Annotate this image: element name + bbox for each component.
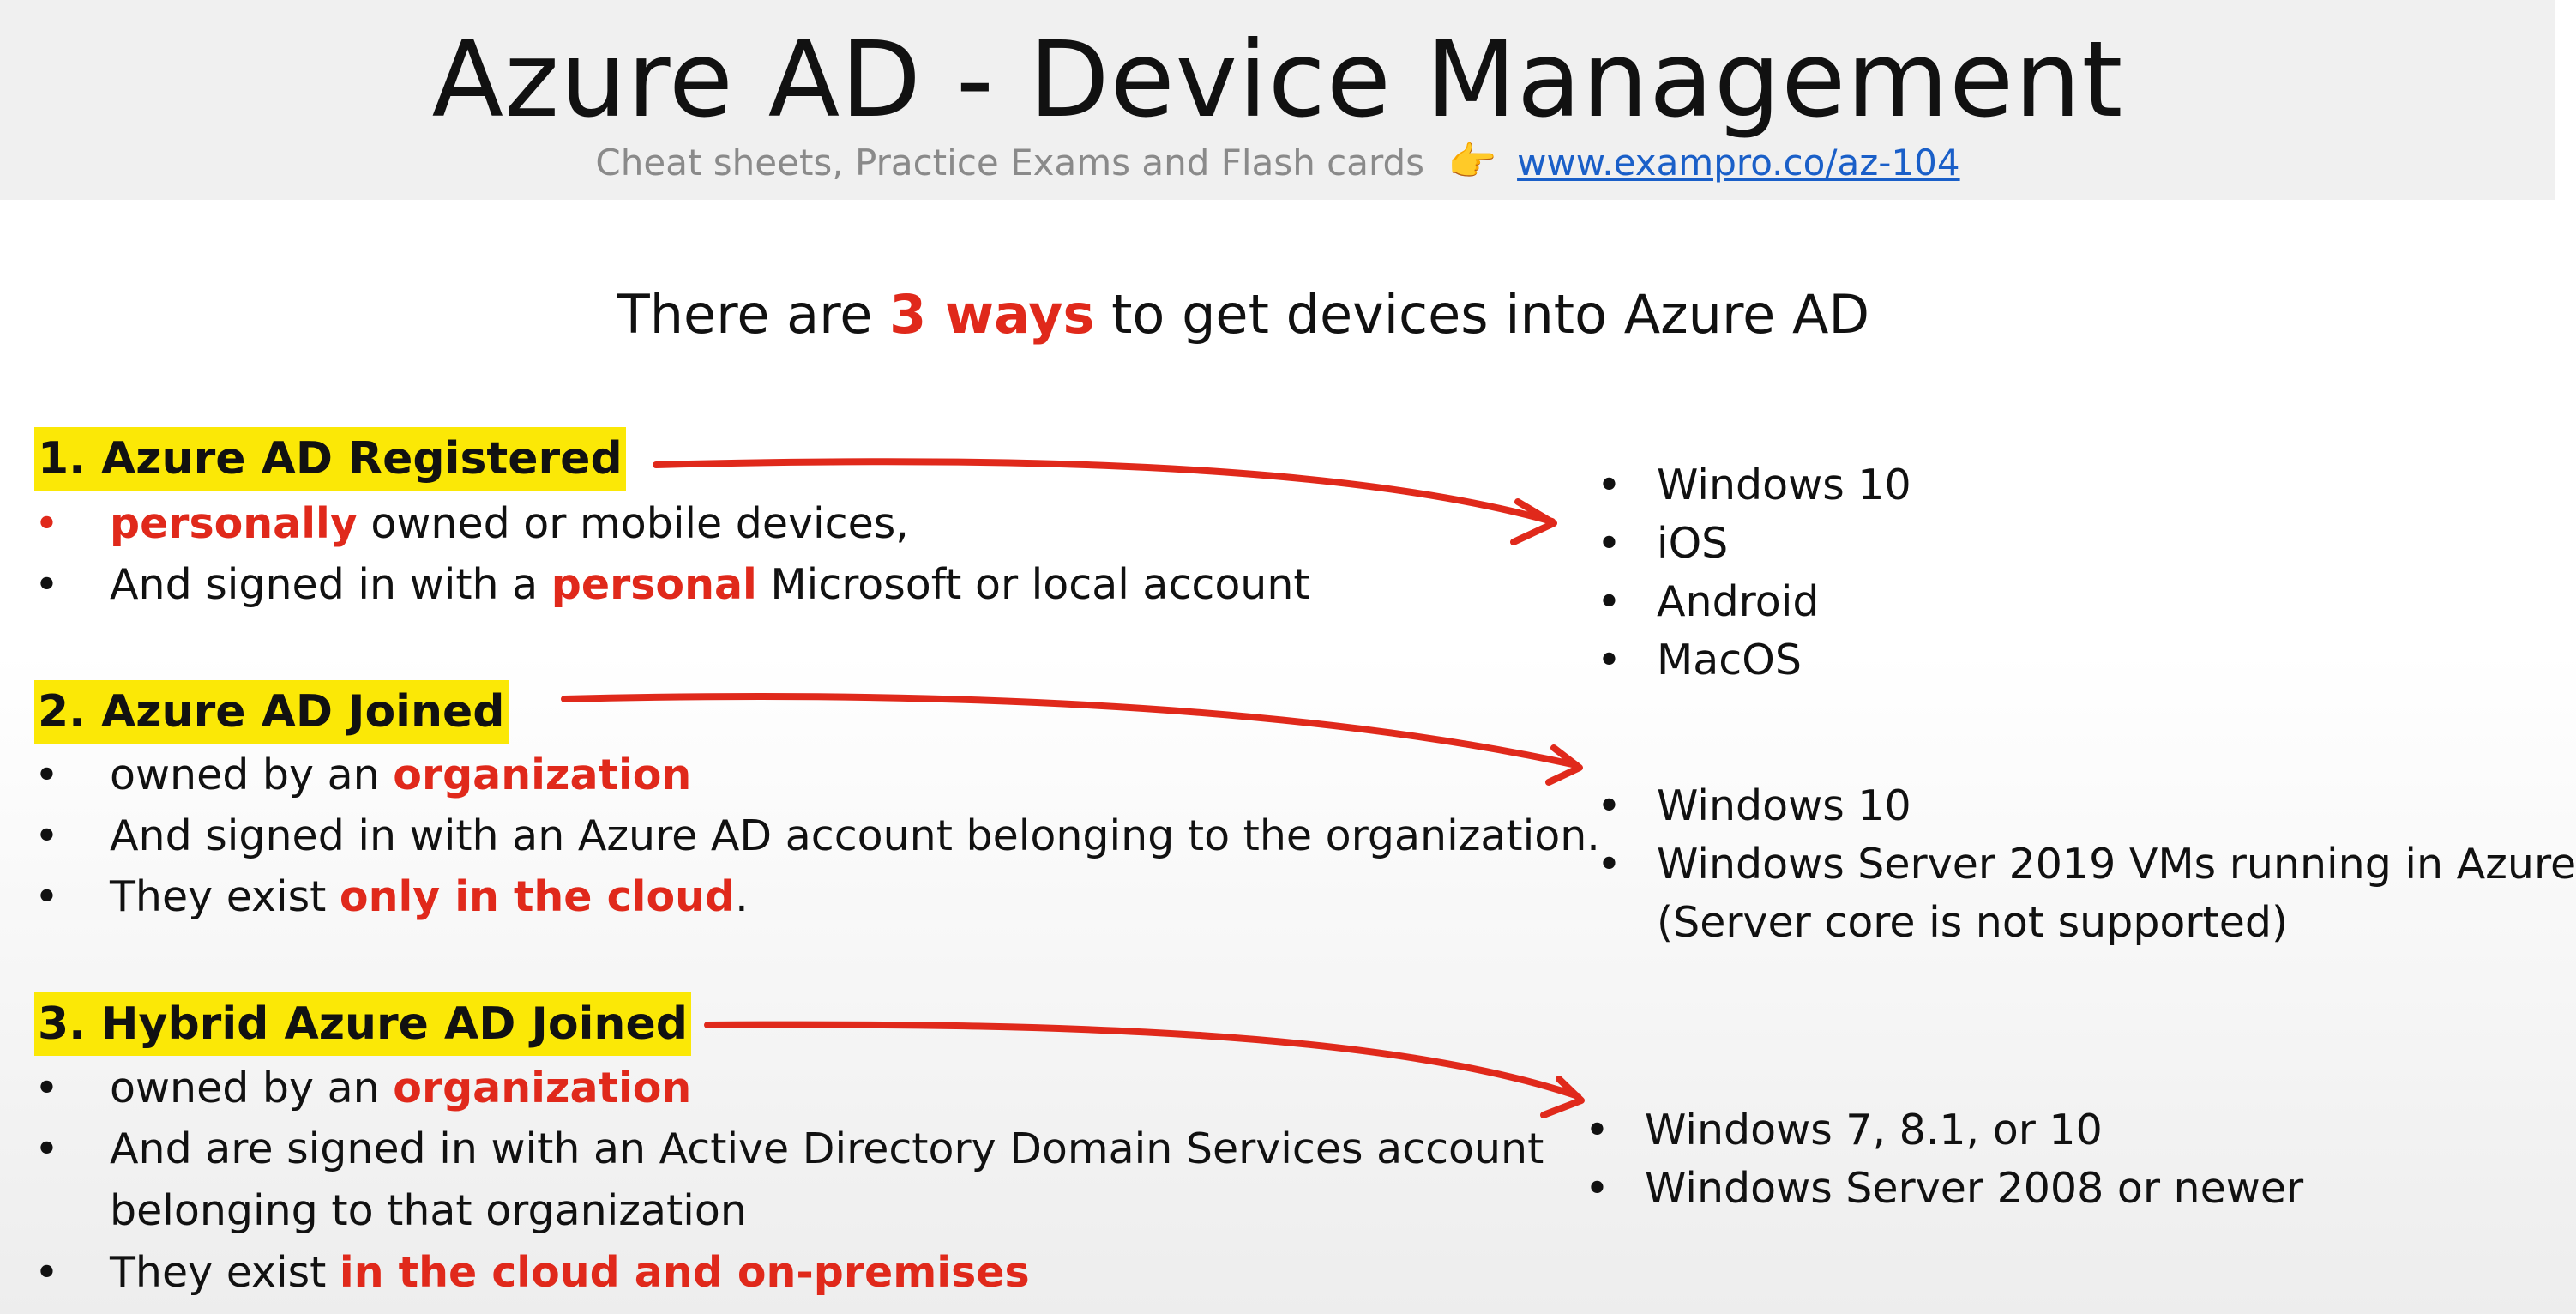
promo-line: Cheat sheets, Practice Exams and Flash c…	[0, 136, 2555, 189]
headline-after: to get devices into Azure AD	[1094, 283, 1870, 346]
arrow-registered	[653, 458, 1556, 525]
pointing-hand-icon: 👉	[1447, 138, 1497, 184]
bullet-text: belonging to that organization	[110, 1186, 747, 1235]
bullet-dot: •	[34, 750, 59, 799]
bullet-text: They exist	[110, 872, 340, 921]
bullet-dot: •	[34, 560, 59, 609]
headline-highlight: 3 ways	[889, 283, 1095, 346]
bullet-text: owned by an	[110, 750, 394, 799]
emphasis-text: organization	[393, 1064, 692, 1112]
bullet-text: They exist	[110, 1248, 340, 1297]
arrow-hybrid	[704, 1021, 1581, 1100]
device-label: (Server core is not supported)	[1657, 898, 2289, 947]
bullet-text: owned or mobile devices,	[357, 499, 909, 548]
bullet-dot: •	[34, 1124, 59, 1173]
slide-header: Azure AD - Device Management Cheat sheet…	[0, 0, 2555, 200]
bullet-text: And signed in with an Azure AD account b…	[110, 811, 1600, 860]
slide-title: Azure AD - Device Management	[431, 19, 2124, 141]
bullet-text: owned by an	[110, 1064, 394, 1112]
emphasis-text: organization	[393, 750, 692, 799]
bullet-text: And signed in with a	[110, 560, 551, 609]
bullet-dot: •	[34, 499, 59, 548]
emphasis-text: in the cloud and on-premises	[339, 1248, 1030, 1297]
arrow-joined	[561, 693, 1580, 769]
bullet-dot: •	[34, 1248, 59, 1297]
device-label: Windows Server 2019 VMs running in Azure	[1657, 840, 2576, 889]
promo-text: Cheat sheets, Practice Exams and Flash c…	[595, 142, 1425, 184]
section-heading-hybrid: 3. Hybrid Azure AD Joined	[34, 992, 691, 1056]
device-label: Windows Server 2008 or newer	[1645, 1164, 2304, 1213]
arrowhead-registered	[1510, 498, 1557, 545]
bullet-dot: •	[34, 1064, 59, 1112]
emphasis-text: personal	[551, 560, 757, 609]
arrowhead-joined	[1545, 744, 1583, 786]
section-heading-registered: 1. Azure AD Registered	[34, 427, 626, 491]
headline-before: There are	[617, 283, 890, 346]
section-heading-joined: 2. Azure AD Joined	[34, 680, 509, 744]
bullet-text: Microsoft or local account	[756, 560, 1310, 609]
device-label: Windows 10	[1657, 461, 1911, 509]
emphasis-text: personally	[110, 499, 358, 548]
bullet-text: And are signed in with an Active Directo…	[110, 1124, 1544, 1173]
device-label: MacOS	[1657, 636, 1802, 684]
slide-headline: There are 3 ways to get devices into Azu…	[0, 276, 2487, 353]
device-label: Windows 10	[1657, 781, 1911, 830]
arrowhead-hybrid	[1540, 1076, 1585, 1118]
device-label: Android	[1657, 577, 1820, 626]
device-label: iOS	[1657, 519, 1729, 568]
bullet-text: .	[735, 872, 749, 921]
bullet-dot: •	[34, 811, 59, 860]
bullet-dot: •	[34, 872, 59, 921]
emphasis-text: only in the cloud	[339, 872, 736, 921]
promo-link[interactable]: www.exampro.co/az-104	[1517, 142, 1960, 184]
device-label: Windows 7, 8.1, or 10	[1645, 1106, 2103, 1154]
